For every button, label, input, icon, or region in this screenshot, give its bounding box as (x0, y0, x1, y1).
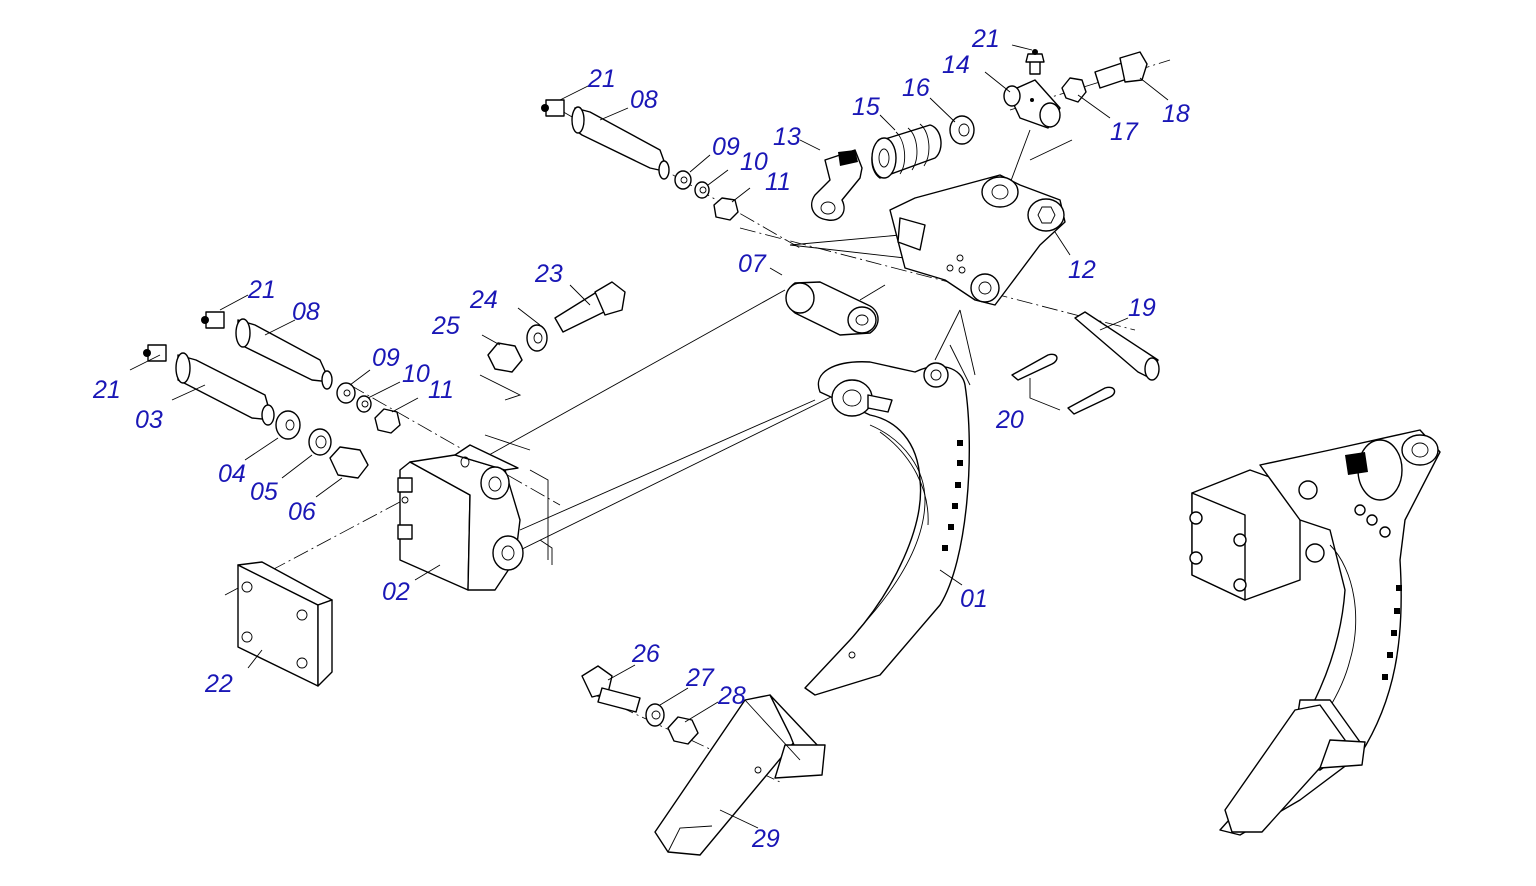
callout-26: 26 (631, 640, 660, 668)
callout-10-middle: 10 (402, 360, 430, 388)
callout-leader-lines (129, 44, 1169, 829)
callout-04: 04 (218, 460, 246, 488)
part-24-washer (526, 324, 548, 352)
callout-09-middle: 09 (372, 344, 400, 372)
part-18-bolt (1094, 51, 1148, 89)
part-15-spring (871, 123, 942, 179)
callout-08-upper: 08 (630, 86, 658, 114)
callout-13: 13 (773, 123, 801, 151)
callout-01: 01 (960, 585, 988, 613)
part-12-upper-link (889, 174, 1066, 306)
callout-23: 23 (534, 260, 563, 288)
grease-fitting-upper-pin (541, 99, 565, 117)
part-06-nut (329, 446, 369, 479)
callout-17: 17 (1110, 118, 1139, 146)
callout-02: 02 (382, 578, 410, 606)
assembled-shank-holes (1382, 585, 1402, 680)
callout-21-top-right: 21 (971, 25, 1000, 53)
callout-18: 18 (1162, 100, 1190, 128)
part-25-nut (487, 342, 523, 373)
assembled-ripper-view (1189, 429, 1441, 836)
part-08-pin-upper (571, 106, 670, 180)
callout-21-lower: 21 (92, 376, 121, 404)
callout-20: 20 (995, 406, 1024, 434)
callout-19: 19 (1128, 294, 1156, 322)
callout-06: 06 (288, 498, 316, 526)
grease-fitting-middle-pin (201, 311, 225, 329)
part-01-ripper-shank (804, 361, 970, 696)
part-07-clevis (785, 281, 879, 336)
part-04-washer (275, 410, 301, 440)
part-11-nut-upper (713, 197, 739, 221)
part-28-nut (667, 716, 699, 745)
callout-11-middle: 11 (428, 376, 454, 404)
grease-fitting-top-right (1025, 49, 1045, 75)
part-19-pin (1074, 311, 1160, 381)
callout-11-upper: 11 (765, 168, 791, 196)
callout-24: 24 (469, 286, 498, 314)
part-20-cotter-pins (1011, 353, 1116, 415)
callout-28: 28 (717, 682, 746, 710)
part-09-washer-upper (674, 170, 692, 190)
part-02-bracket (397, 444, 524, 591)
callout-03: 03 (135, 406, 163, 434)
callout-21-middle: 21 (247, 276, 276, 304)
part-23-bolt (554, 281, 626, 333)
part-09-washer-middle (336, 382, 356, 404)
part-16-spring-washer (949, 115, 975, 145)
callout-29: 29 (751, 825, 780, 853)
callout-12: 12 (1068, 256, 1096, 284)
part-callout-labels: 01 02 03 04 05 06 07 08 08 09 09 10 10 1… (92, 25, 1190, 853)
callout-25: 25 (431, 312, 460, 340)
callout-05: 05 (250, 478, 278, 506)
part-10-lock-washer-middle (356, 395, 372, 413)
part-26-bolt (581, 665, 641, 713)
grease-fitting-lower-pin (143, 344, 167, 362)
part-08-pin-middle (235, 318, 333, 390)
part-13-cam-link (811, 149, 863, 221)
callout-15: 15 (852, 93, 880, 121)
shank-adjustment-holes (942, 440, 963, 551)
part-05-lock-washer (308, 428, 332, 456)
part-27-washer (645, 703, 665, 727)
part-03-pin (175, 352, 275, 426)
assembly-projection-lines (224, 59, 1171, 783)
callout-16: 16 (902, 74, 930, 102)
part-10-lock-washer-upper (694, 181, 710, 199)
part-14-adjuster-block (1003, 79, 1061, 129)
callout-27: 27 (685, 664, 715, 692)
callout-09-upper: 09 (712, 133, 740, 161)
callout-22: 22 (204, 670, 233, 698)
callout-21-upper: 21 (587, 65, 616, 93)
part-22-mount-plate (237, 561, 333, 687)
callout-08-middle: 08 (292, 298, 320, 326)
part-29-ripper-tip (654, 694, 826, 856)
part-11-nut-middle (374, 408, 401, 434)
callout-07: 07 (738, 250, 767, 278)
callout-14: 14 (942, 51, 970, 79)
callout-10-upper: 10 (740, 148, 768, 176)
part-21-grease-fittings (143, 49, 1045, 362)
